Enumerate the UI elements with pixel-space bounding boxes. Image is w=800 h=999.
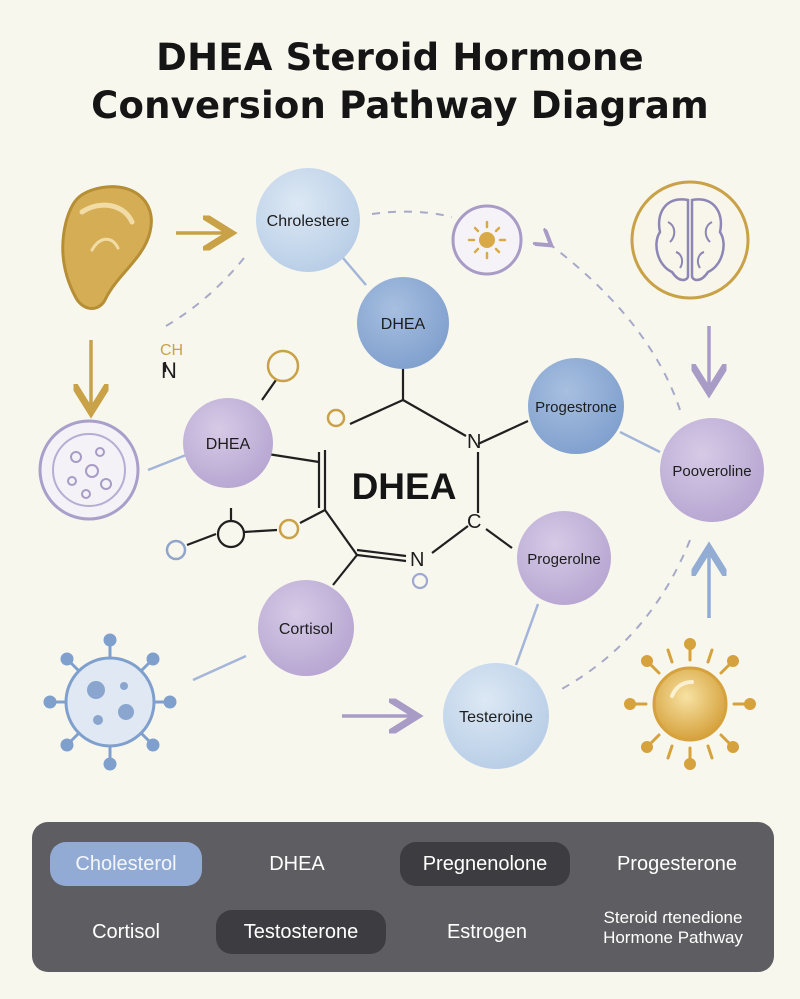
node-dhea-left[interactable]: DHEA — [183, 398, 273, 488]
atom-c-right: C — [467, 511, 481, 533]
dashed-pathway — [165, 210, 691, 691]
atom-ch: CH — [160, 342, 183, 359]
adrenal-gland-icon — [61, 185, 153, 310]
legend-chip-testosterone[interactable]: Testosterone — [216, 910, 386, 954]
atom-labels: CH N N C N — [160, 342, 481, 571]
title-line-1: DHEA Steroid Hormone — [156, 36, 644, 79]
connector-lines — [147, 257, 661, 682]
node-pooveroline-label: Pooveroline — [672, 463, 751, 480]
legend-chip-dhea[interactable]: DHEA — [269, 853, 325, 875]
virus-icon — [43, 633, 177, 771]
cell-icon — [38, 419, 140, 521]
legend-chip-steroid-pathway-line2: Hormone Pathway — [603, 928, 743, 947]
molecule-rings — [165, 349, 429, 590]
legend-chip-estrogen[interactable]: Estrogen — [446, 921, 528, 943]
node-testeroine-label: Testeroine — [459, 709, 533, 726]
node-cortisol[interactable]: Cortisol — [258, 580, 354, 676]
molecule-skeleton — [163, 362, 529, 586]
node-chrolestere[interactable]: Chrolestere — [256, 168, 360, 272]
brain-icon — [630, 180, 750, 300]
node-progestrone[interactable]: Progestrone — [528, 358, 624, 454]
node-chrolestere-label: Chrolestere — [267, 213, 350, 230]
node-pooveroline[interactable]: Pooveroline — [660, 418, 764, 522]
legend-chip-cholesterol[interactable]: Cholesterol — [50, 842, 202, 886]
page-title: DHEA Steroid Hormone Conversion Pathway … — [0, 34, 800, 130]
pathway-diagram: CH N N C N DHEA Chrolestere DHEA DHEA Pr… — [38, 168, 764, 771]
legend-chip-steroid-pathway-line1: Steroid ɾtenedione — [603, 908, 743, 927]
node-dhea-left-label: DHEA — [206, 436, 251, 453]
title-line-2: Conversion Pathway Diagram — [91, 84, 709, 127]
atom-n-right: N — [467, 431, 481, 453]
node-progestrone-label: Progestrone — [535, 399, 617, 416]
node-dhea-top[interactable]: DHEA — [357, 277, 449, 369]
node-testeroine[interactable]: Testeroine — [443, 663, 549, 769]
node-progerolne-label: Progerolne — [527, 551, 600, 568]
legend-chip-cortisol[interactable]: Cortisol — [92, 921, 160, 943]
sun-burst-icon — [624, 638, 756, 770]
legend-chip-steroid-pathway[interactable]: Steroid ɾtenedione Hormone Pathway — [580, 908, 766, 956]
node-cortisol-label: Cortisol — [279, 621, 333, 638]
sun-icon — [451, 204, 523, 276]
legend-panel: Cholesterol DHEA Pregnenolone Progestero… — [32, 822, 774, 972]
atom-n-bottom: N — [410, 549, 424, 571]
center-label: DHEA — [352, 466, 457, 507]
legend-chip-pregnenolone[interactable]: Pregnenolone — [400, 842, 570, 886]
atom-n-left: N — [161, 358, 177, 383]
node-progerolne[interactable]: Progerolne — [517, 511, 611, 605]
node-dhea-top-label: DHEA — [381, 316, 426, 333]
legend-chip-progesterone[interactable]: Progesterone — [616, 853, 738, 875]
arrows — [91, 233, 709, 716]
